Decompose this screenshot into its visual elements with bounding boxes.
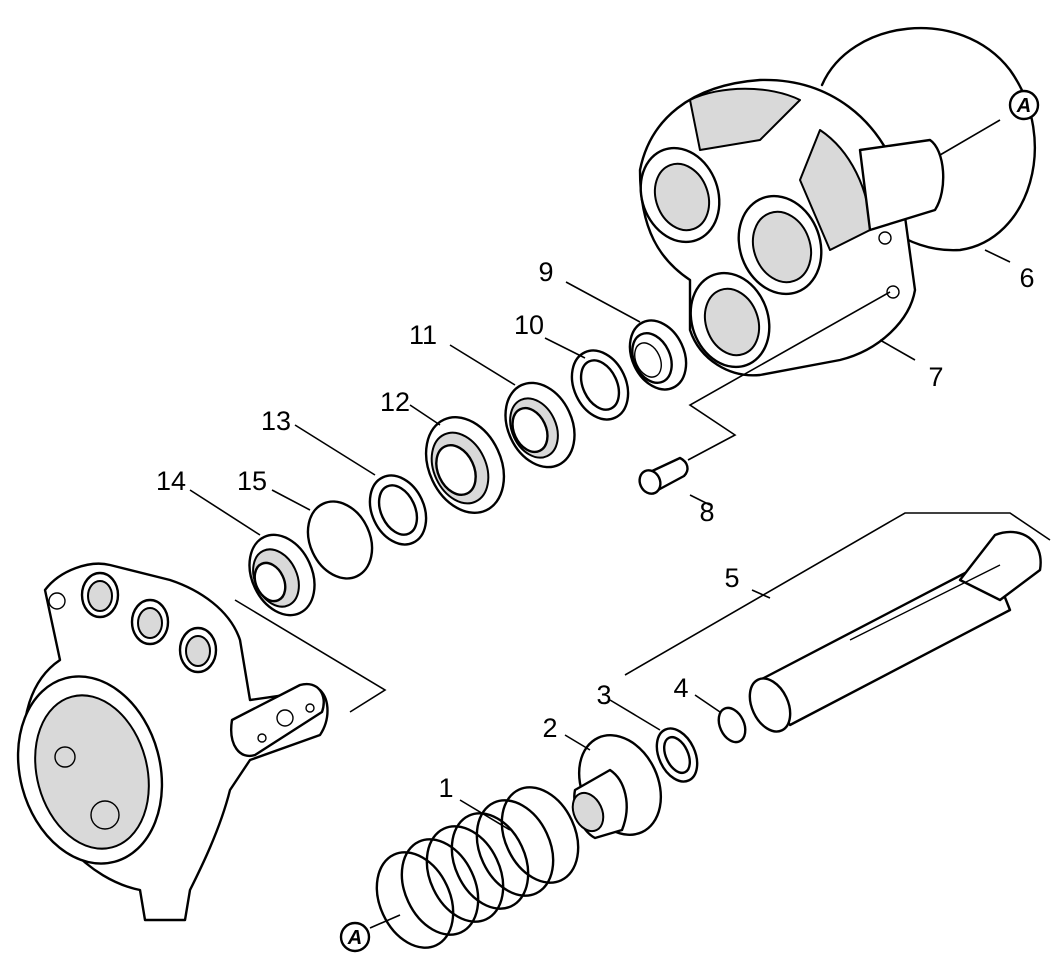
part-5-piston: [748, 530, 1042, 733]
part-12-bearing: [424, 415, 506, 515]
part-6-o-ring: [820, 27, 1037, 252]
part-10-washer: [570, 349, 630, 421]
pump-housing: [16, 562, 329, 922]
callout-12: 12: [380, 387, 410, 417]
callout-9: 9: [538, 257, 553, 287]
part-1-spring: [375, 786, 580, 949]
callout-4: 4: [673, 673, 688, 703]
reference-marker-a-top: A: [1008, 89, 1040, 121]
part-4-clip: [717, 706, 747, 744]
callout-3: 3: [596, 680, 611, 710]
callout-6: 6: [1019, 263, 1034, 293]
part-13-washer: [368, 474, 428, 546]
callout-1: 1: [438, 773, 453, 803]
callout-11: 11: [409, 320, 437, 350]
callout-8: 8: [699, 497, 714, 527]
reference-marker-a-bottom: A: [339, 921, 371, 953]
part-9-seal: [628, 319, 688, 391]
callout-labels: 1 2 3 4 5 6 7 8 9 10 11 12 13 14 15: [156, 257, 1035, 803]
callout-5: 5: [724, 563, 739, 593]
reference-marker-a-top-text: A: [1016, 95, 1031, 117]
part-14-seal: [248, 533, 316, 617]
part-2-spring-seat: [571, 734, 663, 840]
part-8-screw: [638, 456, 689, 495]
callout-7: 7: [928, 362, 943, 392]
callout-14: 14: [156, 466, 186, 496]
callout-10: 10: [514, 310, 544, 340]
part-7-pump-head: [638, 78, 945, 377]
callout-13: 13: [261, 406, 291, 436]
callout-2: 2: [542, 713, 557, 743]
leader-lines: [189, 119, 1051, 929]
part-15-o-ring: [306, 500, 374, 580]
callout-15: 15: [237, 466, 267, 496]
part-3-ring: [655, 727, 699, 783]
reference-marker-a-bottom-text: A: [347, 927, 362, 949]
part-11-seal: [504, 381, 576, 469]
